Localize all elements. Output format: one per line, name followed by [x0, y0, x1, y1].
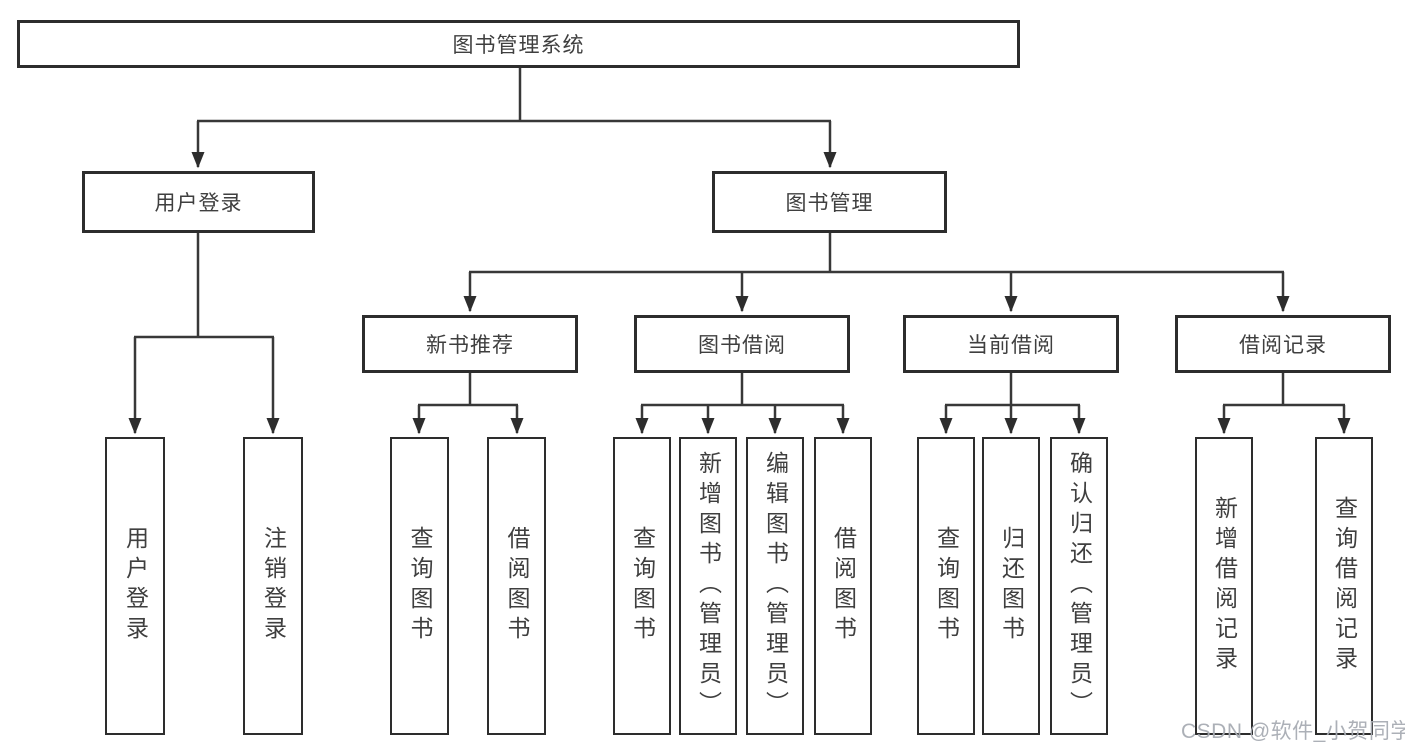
leaf-bb-query-books: 查询图书 [613, 437, 671, 735]
leaf-label: 编辑图书（管理员） [762, 451, 789, 721]
leaf-label: 借阅图书 [830, 526, 857, 646]
leaf-label: 查询图书 [407, 526, 433, 646]
leaf-label: 用户登录 [122, 526, 149, 646]
node-label: 用户登录 [154, 192, 243, 215]
leaf-cb-query-books: 查询图书 [917, 437, 975, 735]
leaf-nbr-query-books: 查询图书 [390, 437, 449, 735]
node-current-borrowing: 当前借阅 [903, 315, 1119, 373]
leaf-br-add-record: 新增借阅记录 [1195, 437, 1253, 735]
leaf-bb-borrow-books: 借阅图书 [814, 437, 872, 735]
node-label: 新书推荐 [426, 334, 514, 357]
node-label: 图书管理 [785, 192, 874, 215]
leaf-label: 查询图书 [933, 526, 960, 646]
node-library-management-system: 图书管理系统 [17, 20, 1020, 68]
node-label: 图书管理系统 [452, 34, 585, 57]
leaf-label: 新增图书（管理员） [695, 451, 722, 721]
leaf-label: 归还图书 [998, 526, 1025, 646]
leaf-bb-edit-books-admin: 编辑图书（管理员） [746, 437, 804, 735]
node-label: 借阅记录 [1239, 334, 1327, 357]
leaf-cb-confirm-return-admin: 确认归还（管理员） [1050, 437, 1108, 735]
leaf-nbr-borrow-books: 借阅图书 [487, 437, 546, 735]
leaf-label: 新增借阅记录 [1211, 496, 1238, 676]
leaf-user-login: 用户登录 [105, 437, 165, 735]
leaf-label: 查询图书 [629, 526, 656, 646]
leaf-br-query-record: 查询借阅记录 [1315, 437, 1373, 735]
node-book-borrowing: 图书借阅 [634, 315, 850, 373]
leaf-label: 确认归还（管理员） [1066, 451, 1093, 721]
node-new-book-recommend: 新书推荐 [362, 315, 578, 373]
leaf-label: 注销登录 [260, 526, 287, 646]
leaf-logout: 注销登录 [243, 437, 303, 735]
leaf-bb-add-books-admin: 新增图书（管理员） [679, 437, 737, 735]
node-label: 当前借阅 [967, 334, 1055, 357]
node-label: 图书借阅 [698, 334, 786, 357]
node-borrowing-records: 借阅记录 [1175, 315, 1391, 373]
leaf-label: 借阅图书 [504, 526, 530, 646]
watermark: CSDN @软件_小贺同学 [1181, 720, 1405, 743]
leaf-cb-return-books: 归还图书 [982, 437, 1040, 735]
node-user-login: 用户登录 [82, 171, 315, 233]
leaf-label: 查询借阅记录 [1331, 496, 1358, 676]
node-book-management: 图书管理 [712, 171, 947, 233]
